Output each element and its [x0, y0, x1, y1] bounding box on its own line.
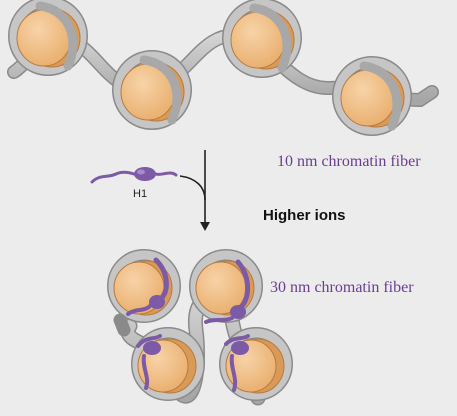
nucleosome-10nm-3	[222, 0, 302, 78]
label-10nm-fiber: 10 nm chromatin fiber	[277, 153, 421, 170]
h1-histone-icon	[90, 167, 178, 184]
compaction-arrow	[179, 150, 210, 231]
h1-label: H1	[133, 188, 147, 200]
higher-ions-label: Higher ions	[263, 207, 346, 224]
nucleosome-30nm-1	[107, 249, 181, 323]
nucleosome-10nm-4	[332, 56, 412, 136]
nucleosome-10nm-2	[112, 50, 192, 130]
nucleosome-30nm-3	[131, 327, 205, 401]
dna-tail-30nm	[113, 313, 131, 337]
nucleosome-10nm-1	[8, 0, 88, 76]
nucleosome-30nm-4	[219, 327, 293, 401]
label-30nm-fiber: 30 nm chromatin fiber	[270, 279, 414, 296]
fiber-10nm-structure	[7, 0, 439, 136]
fiber-30nm-structure	[107, 249, 293, 406]
nucleosome-30nm-2	[189, 249, 263, 324]
